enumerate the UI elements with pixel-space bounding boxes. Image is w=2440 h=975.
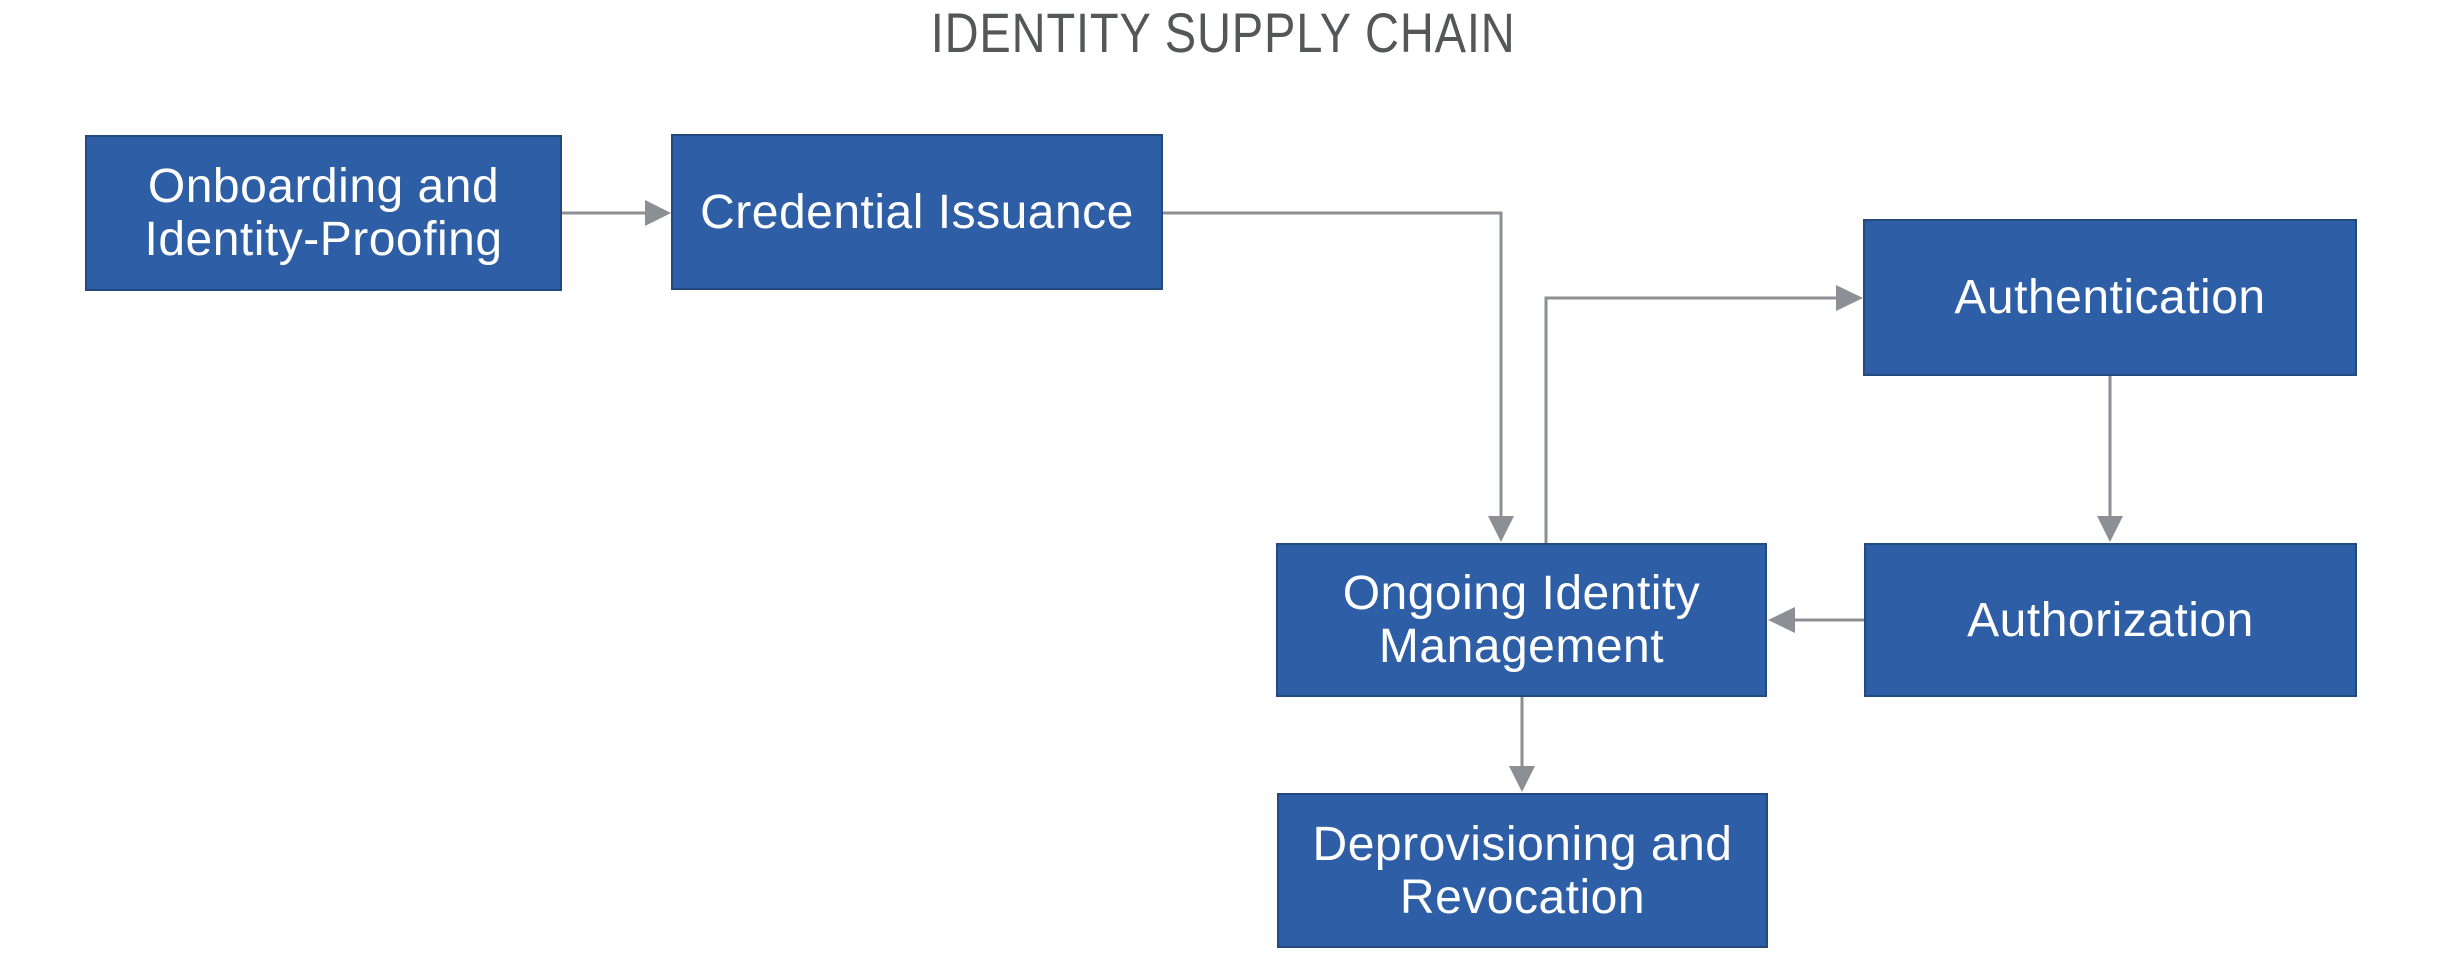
node-ongoing-identity-management: Ongoing Identity Management — [1276, 543, 1767, 697]
arrowhead-icon — [2097, 516, 2123, 542]
node-label: Deprovisioning and Revocation — [1312, 817, 1733, 924]
arrowhead-icon — [1768, 607, 1795, 633]
connector-ongoing-to-authentication — [1544, 285, 1863, 543]
diagram-title-text: IDENTITY SUPPLY CHAIN — [930, 1, 1516, 64]
connector-credential-issuance-to-ongoing — [1163, 211, 1514, 542]
node-onboarding-and-identity-proofing: Onboarding and Identity-Proofing — [85, 135, 562, 291]
node-label: Ongoing Identity Management — [1342, 567, 1701, 673]
connector-line — [1544, 296, 1836, 543]
node-deprovisioning-and-revocation: Deprovisioning and Revocation — [1277, 793, 1768, 948]
node-credential-issuance: Credential Issuance — [671, 134, 1163, 290]
connector-authentication-to-authorization — [2097, 376, 2123, 542]
node-label: Authorization — [1967, 593, 2254, 647]
node-label: Credential Issuance — [700, 185, 1134, 239]
connector-line — [1163, 211, 1503, 516]
node-authentication: Authentication — [1863, 219, 2357, 376]
node-authorization: Authorization — [1864, 543, 2357, 697]
node-label: Onboarding and Identity-Proofing — [144, 160, 503, 266]
connector-onboarding-to-credential-issuance — [562, 200, 671, 226]
diagram-title: IDENTITY SUPPLY CHAIN — [0, 5, 2440, 61]
node-label: Authentication — [1954, 271, 2266, 324]
arrowhead-icon — [1488, 516, 1514, 542]
connector-authorization-to-ongoing — [1768, 607, 1864, 633]
arrowhead-icon — [1836, 285, 1863, 311]
arrowhead-icon — [645, 200, 671, 226]
connector-ongoing-to-deprovisioning — [1509, 697, 1535, 792]
arrowhead-icon — [1509, 766, 1535, 792]
